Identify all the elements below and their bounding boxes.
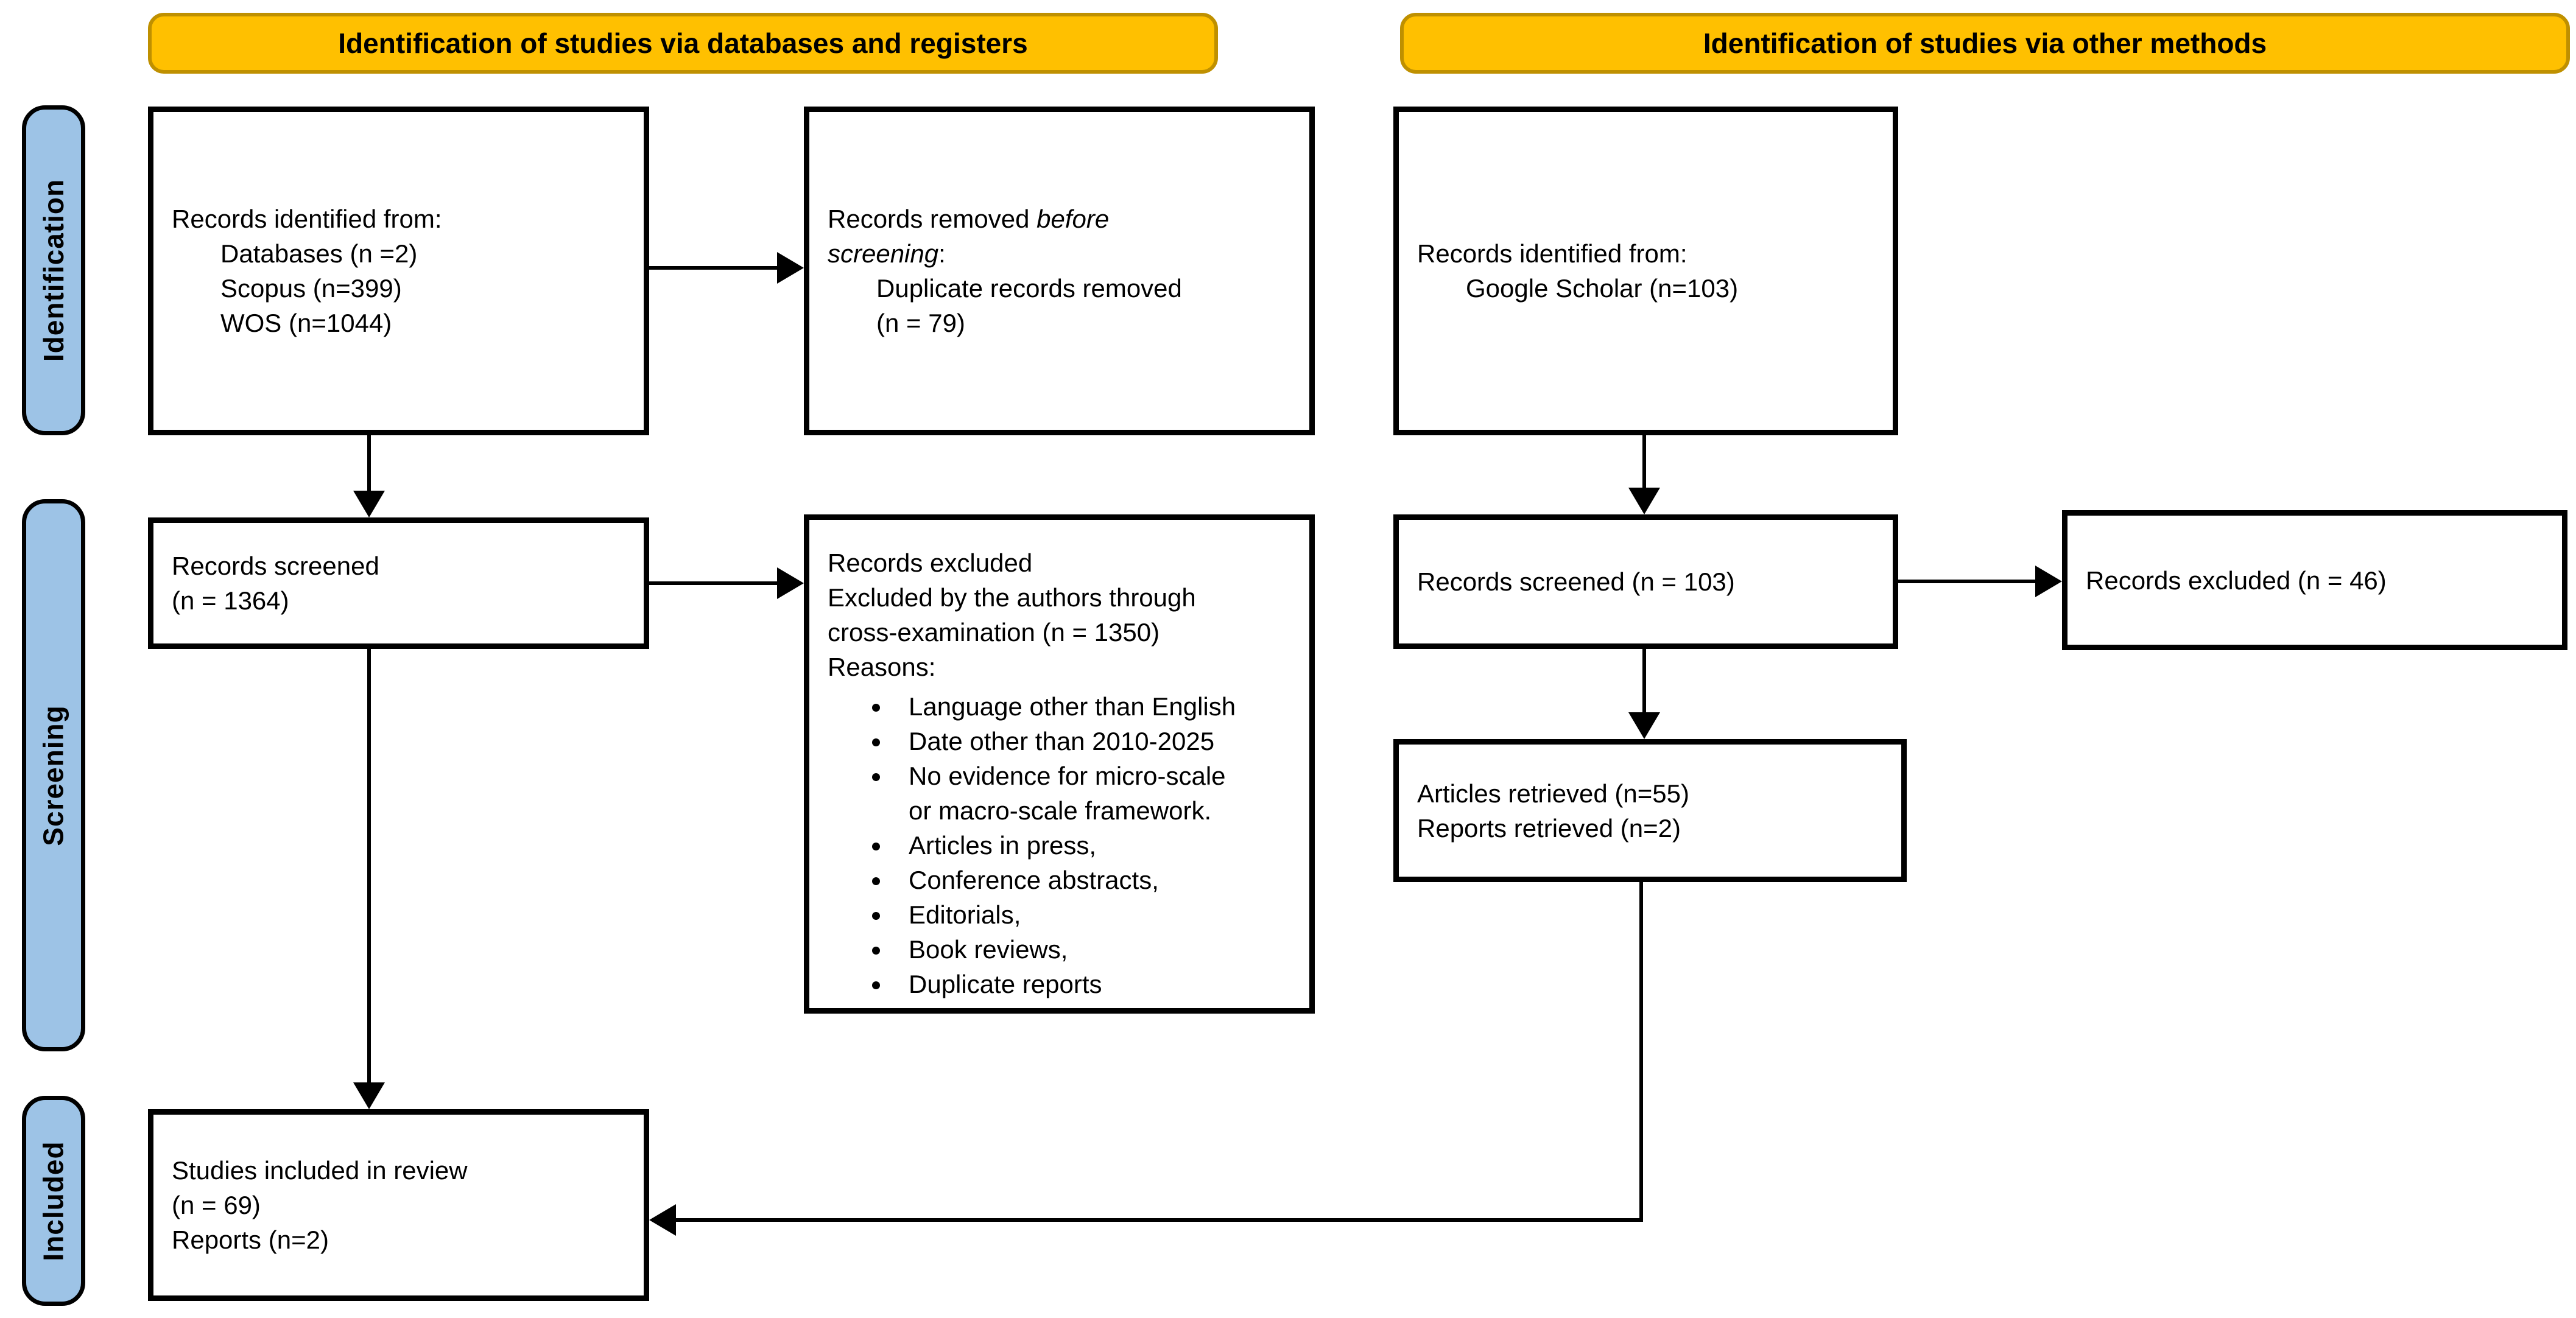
arrow-other-identified-to-screened-line [1642, 435, 1646, 488]
box-records-screened-databases-line: (n = 1364) [172, 586, 289, 615]
arrow-other-identified-to-screened-head [1628, 488, 1660, 514]
arrow-other-screened-to-retrieved-head [1628, 712, 1660, 739]
box-studies-included-line: Studies included in review [172, 1156, 468, 1185]
records-removed-regular-text: : [938, 239, 946, 268]
arrow-retrieved-to-included-hline [674, 1218, 1643, 1222]
exclusion-reason-item: Articles in press, [892, 828, 1297, 863]
box-records-excluded-other-line: Records excluded (n = 46) [2086, 566, 2387, 595]
exclusion-reason-item: No evidence for micro-scale or macro-scal… [892, 759, 1297, 828]
arrow-identified-to-removed-line [649, 266, 779, 270]
exclusion-reason-text: Book reviews, [909, 935, 1068, 964]
box-records-excluded-line: Records excluded [828, 549, 1033, 577]
exclusion-reason-item: Language other than English [892, 689, 1297, 724]
box-records-screened-databases: Records screened (n = 1364) [148, 517, 649, 649]
stage-included: Included [22, 1096, 85, 1306]
box-records-removed-before-screening: Records removed before screening: Duplic… [804, 107, 1315, 435]
records-removed-italic-text: before [1036, 205, 1110, 233]
arrow-identified-to-screened-head [353, 491, 385, 517]
box-records-removed-item: Duplicate records removed [876, 274, 1182, 303]
exclusion-reason-item: Editorials, [892, 897, 1297, 932]
exclusion-reason-text: Articles in press, [909, 831, 1097, 860]
exclusion-reason-text: Language other than English [909, 692, 1236, 721]
stage-included-label: Included [38, 1140, 69, 1261]
arrow-other-screened-to-excluded-line [1898, 580, 2035, 583]
exclusion-reason-text: Date other than 2010-2025 [909, 727, 1215, 755]
banner-databases-registers-label: Identification of studies via databases … [338, 27, 1028, 59]
banner-other-methods: Identification of studies via other meth… [1400, 13, 2570, 74]
exclusion-reason-item: Date other than 2010-2025 [892, 724, 1297, 759]
arrow-identified-to-removed-head [777, 252, 804, 284]
box-records-excluded-other: Records excluded (n = 46) [2062, 510, 2567, 650]
arrow-screened-to-excluded-head [777, 567, 804, 599]
arrow-other-screened-to-retrieved-line [1642, 649, 1646, 712]
box-records-excluded-line: Excluded by the authors through [828, 583, 1196, 612]
arrow-screened-to-excluded-line [649, 581, 779, 585]
box-records-identified-databases-item: WOS (n=1044) [220, 309, 392, 337]
arrow-retrieved-to-included-vline [1639, 882, 1643, 1222]
arrow-identified-to-screened-line [367, 435, 371, 493]
records-removed-italic-text: screening [828, 239, 939, 268]
stage-identification: Identification [22, 105, 85, 435]
arrow-retrieved-to-included-head [649, 1204, 676, 1236]
box-records-identified-databases-title: Records identified from: [172, 205, 442, 233]
box-records-excluded-line: Reasons: [828, 653, 936, 681]
stage-screening-label: Screening [38, 704, 70, 846]
stage-screening: Screening [22, 499, 85, 1051]
exclusion-reason-item: Conference abstracts, [892, 863, 1297, 897]
box-records-identified-other-item: Google Scholar (n=103) [1466, 274, 1739, 303]
box-records-identified-databases-item: Databases (n =2) [220, 239, 418, 268]
box-records-removed-item: (n = 79) [876, 309, 965, 337]
box-articles-retrieved: Articles retrieved (n=55) Reports retrie… [1393, 739, 1907, 882]
box-studies-included-line: Reports (n=2) [172, 1225, 329, 1254]
arrow-screened-to-included-line [367, 649, 371, 1082]
box-studies-included: Studies included in review (n = 69) Repo… [148, 1109, 649, 1301]
arrow-screened-to-included-head [353, 1082, 385, 1109]
exclusion-reason-text: or macro-scale framework. [909, 796, 1212, 825]
banner-databases-registers: Identification of studies via databases … [148, 13, 1218, 74]
stage-identification-label: Identification [38, 178, 70, 362]
box-records-identified-databases-item: Scopus (n=399) [220, 274, 402, 303]
box-records-excluded-line: cross-examination (n = 1350) [828, 618, 1160, 647]
box-records-identified-other-title: Records identified from: [1417, 239, 1687, 268]
box-articles-retrieved-line: Articles retrieved (n=55) [1417, 779, 1690, 808]
exclusion-reason-item: Book reviews, [892, 932, 1297, 967]
exclusion-reason-item: Duplicate reports [892, 967, 1297, 1001]
exclusion-reason-text: No evidence for micro-scale [909, 762, 1226, 790]
box-articles-retrieved-line: Reports retrieved (n=2) [1417, 813, 1681, 843]
records-removed-regular-text: Records removed [828, 205, 1037, 233]
box-records-removed-line1: Records removed before [828, 202, 1297, 236]
box-studies-included-line: (n = 69) [172, 1191, 261, 1219]
box-records-identified-databases: Records identified from: Databases (n =2… [148, 107, 649, 435]
exclusion-reason-text: Editorials, [909, 900, 1021, 929]
box-records-excluded-databases: Records excluded Excluded by the authors… [804, 514, 1315, 1014]
box-records-screened-other-line: Records screened (n = 103) [1417, 567, 1735, 596]
box-records-removed-line2: screening: [828, 236, 1297, 271]
exclusion-reason-text: Duplicate reports [909, 970, 1102, 998]
exclusion-reasons-list: Language other than English Date other t… [828, 689, 1297, 1001]
exclusion-reason-text: Conference abstracts, [909, 866, 1159, 894]
box-records-screened-databases-line: Records screened [172, 552, 379, 580]
arrow-other-screened-to-excluded-head [2035, 566, 2062, 597]
banner-other-methods-label: Identification of studies via other meth… [1703, 27, 2267, 59]
box-records-screened-other: Records screened (n = 103) [1393, 514, 1898, 649]
box-records-identified-other: Records identified from: Google Scholar … [1393, 107, 1898, 435]
